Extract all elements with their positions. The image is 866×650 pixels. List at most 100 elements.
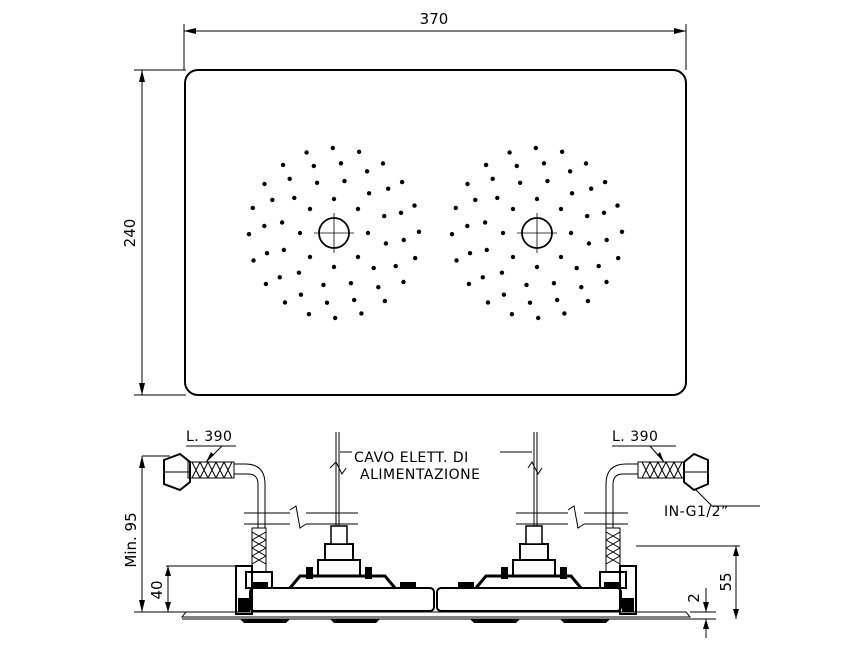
nozzle-dot bbox=[292, 195, 297, 201]
left-hose bbox=[142, 445, 266, 528]
width-dimension: 370 bbox=[183, 10, 687, 70]
nozzle-dot bbox=[583, 161, 589, 166]
nozzle-dot bbox=[279, 220, 285, 225]
plate-thickness-label: 2 bbox=[685, 593, 703, 603]
nozzle-dot bbox=[371, 265, 376, 271]
nozzle-dot bbox=[536, 315, 541, 321]
nozzle-dot bbox=[473, 197, 478, 203]
nozzle-dot bbox=[321, 282, 326, 288]
nozzle-dot bbox=[524, 282, 529, 288]
nozzle-dot bbox=[507, 150, 512, 155]
nozzle-dot bbox=[533, 145, 538, 151]
inlet-label: IN-G1/2” bbox=[664, 504, 729, 520]
nozzle-dot bbox=[376, 285, 381, 290]
nozzle-dot bbox=[298, 292, 304, 297]
nozzle-dot bbox=[314, 180, 320, 185]
shower-plate-outline bbox=[184, 69, 687, 396]
nozzle-dot bbox=[306, 312, 312, 317]
nozzle-dot bbox=[366, 191, 372, 196]
left-housing bbox=[235, 432, 435, 615]
nozzle-dot bbox=[567, 169, 573, 174]
nozzle-dot bbox=[262, 181, 267, 187]
height-label: 240 bbox=[121, 219, 139, 248]
nozzle-dot bbox=[296, 270, 302, 275]
hose-right-label: L. 390 bbox=[612, 429, 658, 445]
nozzle-dot bbox=[562, 311, 567, 316]
nozzle-dot bbox=[401, 237, 406, 243]
section-view: Min. 95 40 55 2 L. 390 L. 390 bbox=[122, 429, 760, 638]
cable-label-line2: ALIMENTAZIONE bbox=[360, 467, 481, 483]
nozzle-dot bbox=[386, 186, 391, 191]
nozzle-dot bbox=[480, 275, 485, 280]
nozzle-dot bbox=[534, 264, 540, 270]
nozzle-dot bbox=[311, 163, 316, 169]
nozzle-dot bbox=[510, 254, 516, 260]
nozzle-dot bbox=[263, 281, 269, 287]
nozzle-dot bbox=[304, 150, 309, 155]
nozzle-dot bbox=[558, 206, 564, 212]
nozzle-dot bbox=[401, 279, 406, 285]
right-housing bbox=[436, 432, 637, 615]
nozzle-dot bbox=[449, 232, 455, 237]
nozzle-dot bbox=[282, 300, 288, 305]
nozzle-dot bbox=[490, 176, 495, 181]
nozzle-dot bbox=[348, 281, 354, 286]
nozzle-dot bbox=[307, 254, 313, 260]
nozzle-dot bbox=[555, 297, 560, 303]
nozzle-dot bbox=[338, 161, 344, 166]
nozzle-dot bbox=[514, 163, 519, 169]
nozzle-groups bbox=[246, 145, 625, 321]
nozzle-dot bbox=[466, 281, 472, 287]
nozzle-dot bbox=[604, 279, 609, 285]
nozzle-dot bbox=[569, 191, 575, 196]
nozzle-dot bbox=[574, 265, 579, 271]
nozzle-dot bbox=[365, 230, 371, 236]
nozzle-dot bbox=[246, 232, 252, 237]
plan-view: 370 240 bbox=[121, 10, 687, 396]
nozzle-dot bbox=[483, 162, 489, 168]
nozzle-dot bbox=[264, 251, 270, 256]
nozzle-dot bbox=[585, 213, 590, 219]
nozzle-dot bbox=[281, 247, 286, 253]
nozzle-dot bbox=[616, 255, 621, 261]
nozzle-dot bbox=[501, 292, 507, 297]
nozzle-dot bbox=[356, 149, 362, 154]
right-hose bbox=[605, 445, 760, 528]
nozzle-dot bbox=[297, 230, 303, 236]
nozzle-dot bbox=[500, 230, 506, 236]
nozzle-dot bbox=[510, 206, 516, 212]
nozzle-dot bbox=[331, 196, 337, 202]
nozzle-dot bbox=[495, 195, 500, 201]
nozzle-dot bbox=[277, 275, 282, 280]
nozzle-dot bbox=[467, 251, 473, 256]
nozzle-dot bbox=[499, 270, 505, 275]
height-dimension: 240 bbox=[121, 69, 186, 396]
nozzle-dot bbox=[484, 247, 489, 253]
nozzle-dot bbox=[527, 300, 533, 305]
nozzle-dot bbox=[601, 210, 607, 215]
hose-left-label: L. 390 bbox=[186, 429, 232, 445]
cable-label-line1: CAVO ELETT. DI bbox=[354, 450, 469, 466]
nozzle-dot bbox=[559, 149, 565, 154]
nozzle-dot bbox=[412, 203, 417, 208]
nozzle-dot bbox=[251, 258, 256, 263]
nozzle-dot bbox=[589, 186, 594, 191]
nozzle-dot bbox=[359, 311, 364, 316]
nozzle-dot bbox=[380, 161, 386, 166]
nozzle-dot bbox=[465, 181, 470, 187]
nozzle-dot bbox=[453, 205, 458, 211]
nozzle-dot bbox=[485, 300, 491, 305]
nozzle-dot bbox=[619, 229, 625, 234]
min-height-label: Min. 95 bbox=[122, 512, 140, 567]
nozzle-dot bbox=[383, 241, 389, 246]
min-height-dimension: Min. 95 bbox=[122, 456, 186, 613]
left-height-dimension: 40 bbox=[148, 565, 236, 612]
nozzle-dot bbox=[331, 264, 337, 270]
nozzle-dot bbox=[585, 298, 591, 304]
nozzle-dot bbox=[398, 210, 404, 215]
nozzle-dot bbox=[465, 223, 470, 229]
nozzle-dot bbox=[342, 178, 347, 184]
nozzle-dot bbox=[604, 237, 609, 243]
nozzle-dot bbox=[250, 205, 255, 211]
